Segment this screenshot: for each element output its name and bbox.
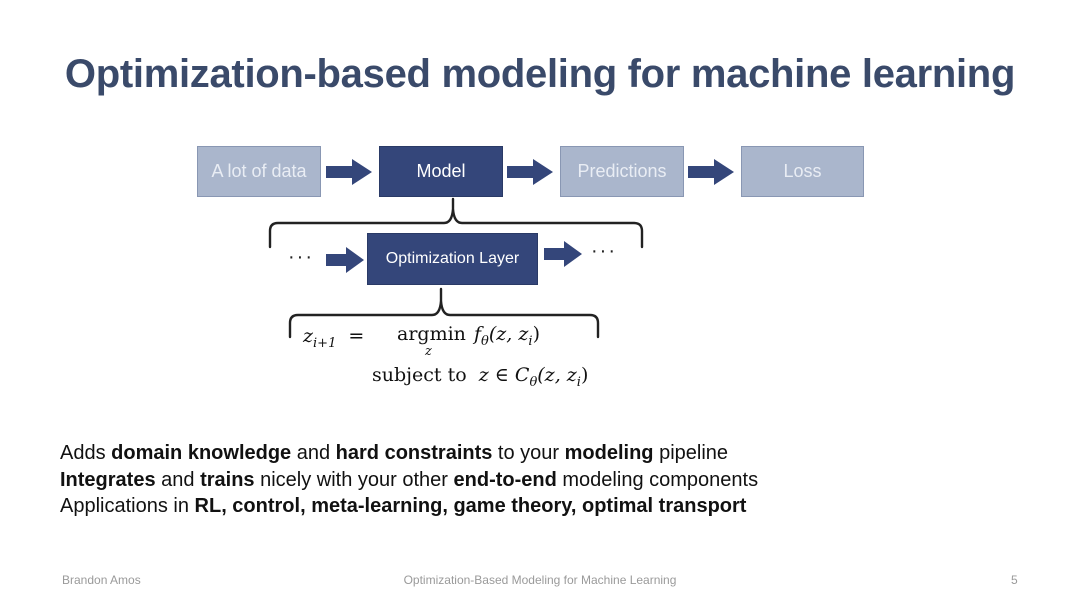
brace-model-expansion: [268, 197, 644, 249]
text-run-bold: hard constraints: [335, 442, 493, 464]
objective-close: ): [532, 323, 540, 345]
arrow-right-icon: [326, 159, 372, 185]
loss-box: Loss: [741, 146, 864, 197]
model-box-label: Model: [416, 161, 466, 181]
argmin-label: argmin: [397, 323, 466, 345]
predictions-box-label: Predictions: [577, 161, 667, 181]
text-run: to your: [492, 442, 565, 464]
optimization-layer-box: Optimization Layer: [367, 233, 538, 285]
optimization-layer-label: Optimization Layer: [385, 250, 520, 267]
summary-line-1: Adds domain knowledge and hard constrain…: [60, 440, 758, 467]
objective-function: fθ(z, zi): [474, 323, 540, 349]
constraint-args-sub: i: [576, 374, 581, 390]
equation-lhs: zi+1 =: [303, 325, 364, 351]
argmin-operator: argmin: [397, 323, 466, 345]
text-run: modeling components: [556, 468, 759, 491]
data-box-label: A lot of data: [211, 161, 307, 181]
argmin-sub-var: z: [425, 344, 432, 359]
objective-theta: θ: [481, 333, 489, 349]
objective-args-sub: i: [528, 333, 533, 349]
text-run: and: [155, 468, 201, 491]
summary-text: Adds domain knowledge and hard constrain…: [60, 440, 758, 520]
data-box: A lot of data: [197, 146, 321, 197]
loss-box-label: Loss: [783, 161, 822, 181]
constraint-args: (z, z: [537, 364, 577, 386]
constraint-line: subject to z ∈ Cθ(z, zi): [372, 364, 588, 390]
lhs-variable: z: [303, 325, 314, 347]
left-ellipsis: ···: [288, 246, 314, 268]
footer-page-number: 5: [1011, 573, 1018, 587]
footer-talk-title: Optimization-Based Modeling for Machine …: [403, 573, 677, 587]
arrow-right-icon: [507, 159, 553, 185]
text-run-bold: Integrates: [60, 468, 156, 491]
equals-sign: =: [348, 325, 365, 347]
text-run-bold: domain knowledge: [111, 442, 292, 464]
text-run-bold: end-to-end: [453, 468, 557, 491]
brace-layer-expansion: [288, 287, 600, 339]
text-run-bold: trains: [200, 468, 255, 491]
text-run: Applications in: [60, 495, 195, 517]
constraint-lhs: z ∈ C: [478, 364, 530, 386]
objective-args: (z, z: [488, 323, 529, 345]
slide-title: Optimization-based modeling for machine …: [64, 52, 1016, 96]
arrow-right-icon: [544, 241, 582, 267]
subject-to-label: subject to: [372, 364, 467, 386]
text-run: Adds: [60, 442, 112, 464]
text-run: and: [291, 442, 336, 464]
text-run: nicely with your other: [254, 468, 454, 491]
arrow-right-icon: [326, 247, 364, 273]
arrow-right-icon: [688, 159, 734, 185]
objective-f: f: [474, 323, 482, 345]
text-run: pipeline: [653, 442, 729, 464]
constraint-theta: θ: [529, 374, 538, 390]
argmin-subscript: z: [425, 344, 432, 359]
predictions-box: Predictions: [560, 146, 684, 197]
summary-line-2: Integrates and trains nicely with your o…: [60, 467, 758, 494]
text-run-bold: modeling: [564, 442, 654, 464]
summary-line-3: Applications in RL, control, meta-learni…: [60, 493, 758, 520]
model-box: Model: [379, 146, 503, 197]
constraint-close: ): [580, 364, 589, 386]
footer-author: Brandon Amos: [62, 573, 141, 587]
lhs-subscript: i+1: [313, 335, 337, 351]
right-ellipsis: ···: [591, 240, 617, 262]
text-run-bold: RL, control, meta-learning, game theory,…: [194, 495, 747, 517]
